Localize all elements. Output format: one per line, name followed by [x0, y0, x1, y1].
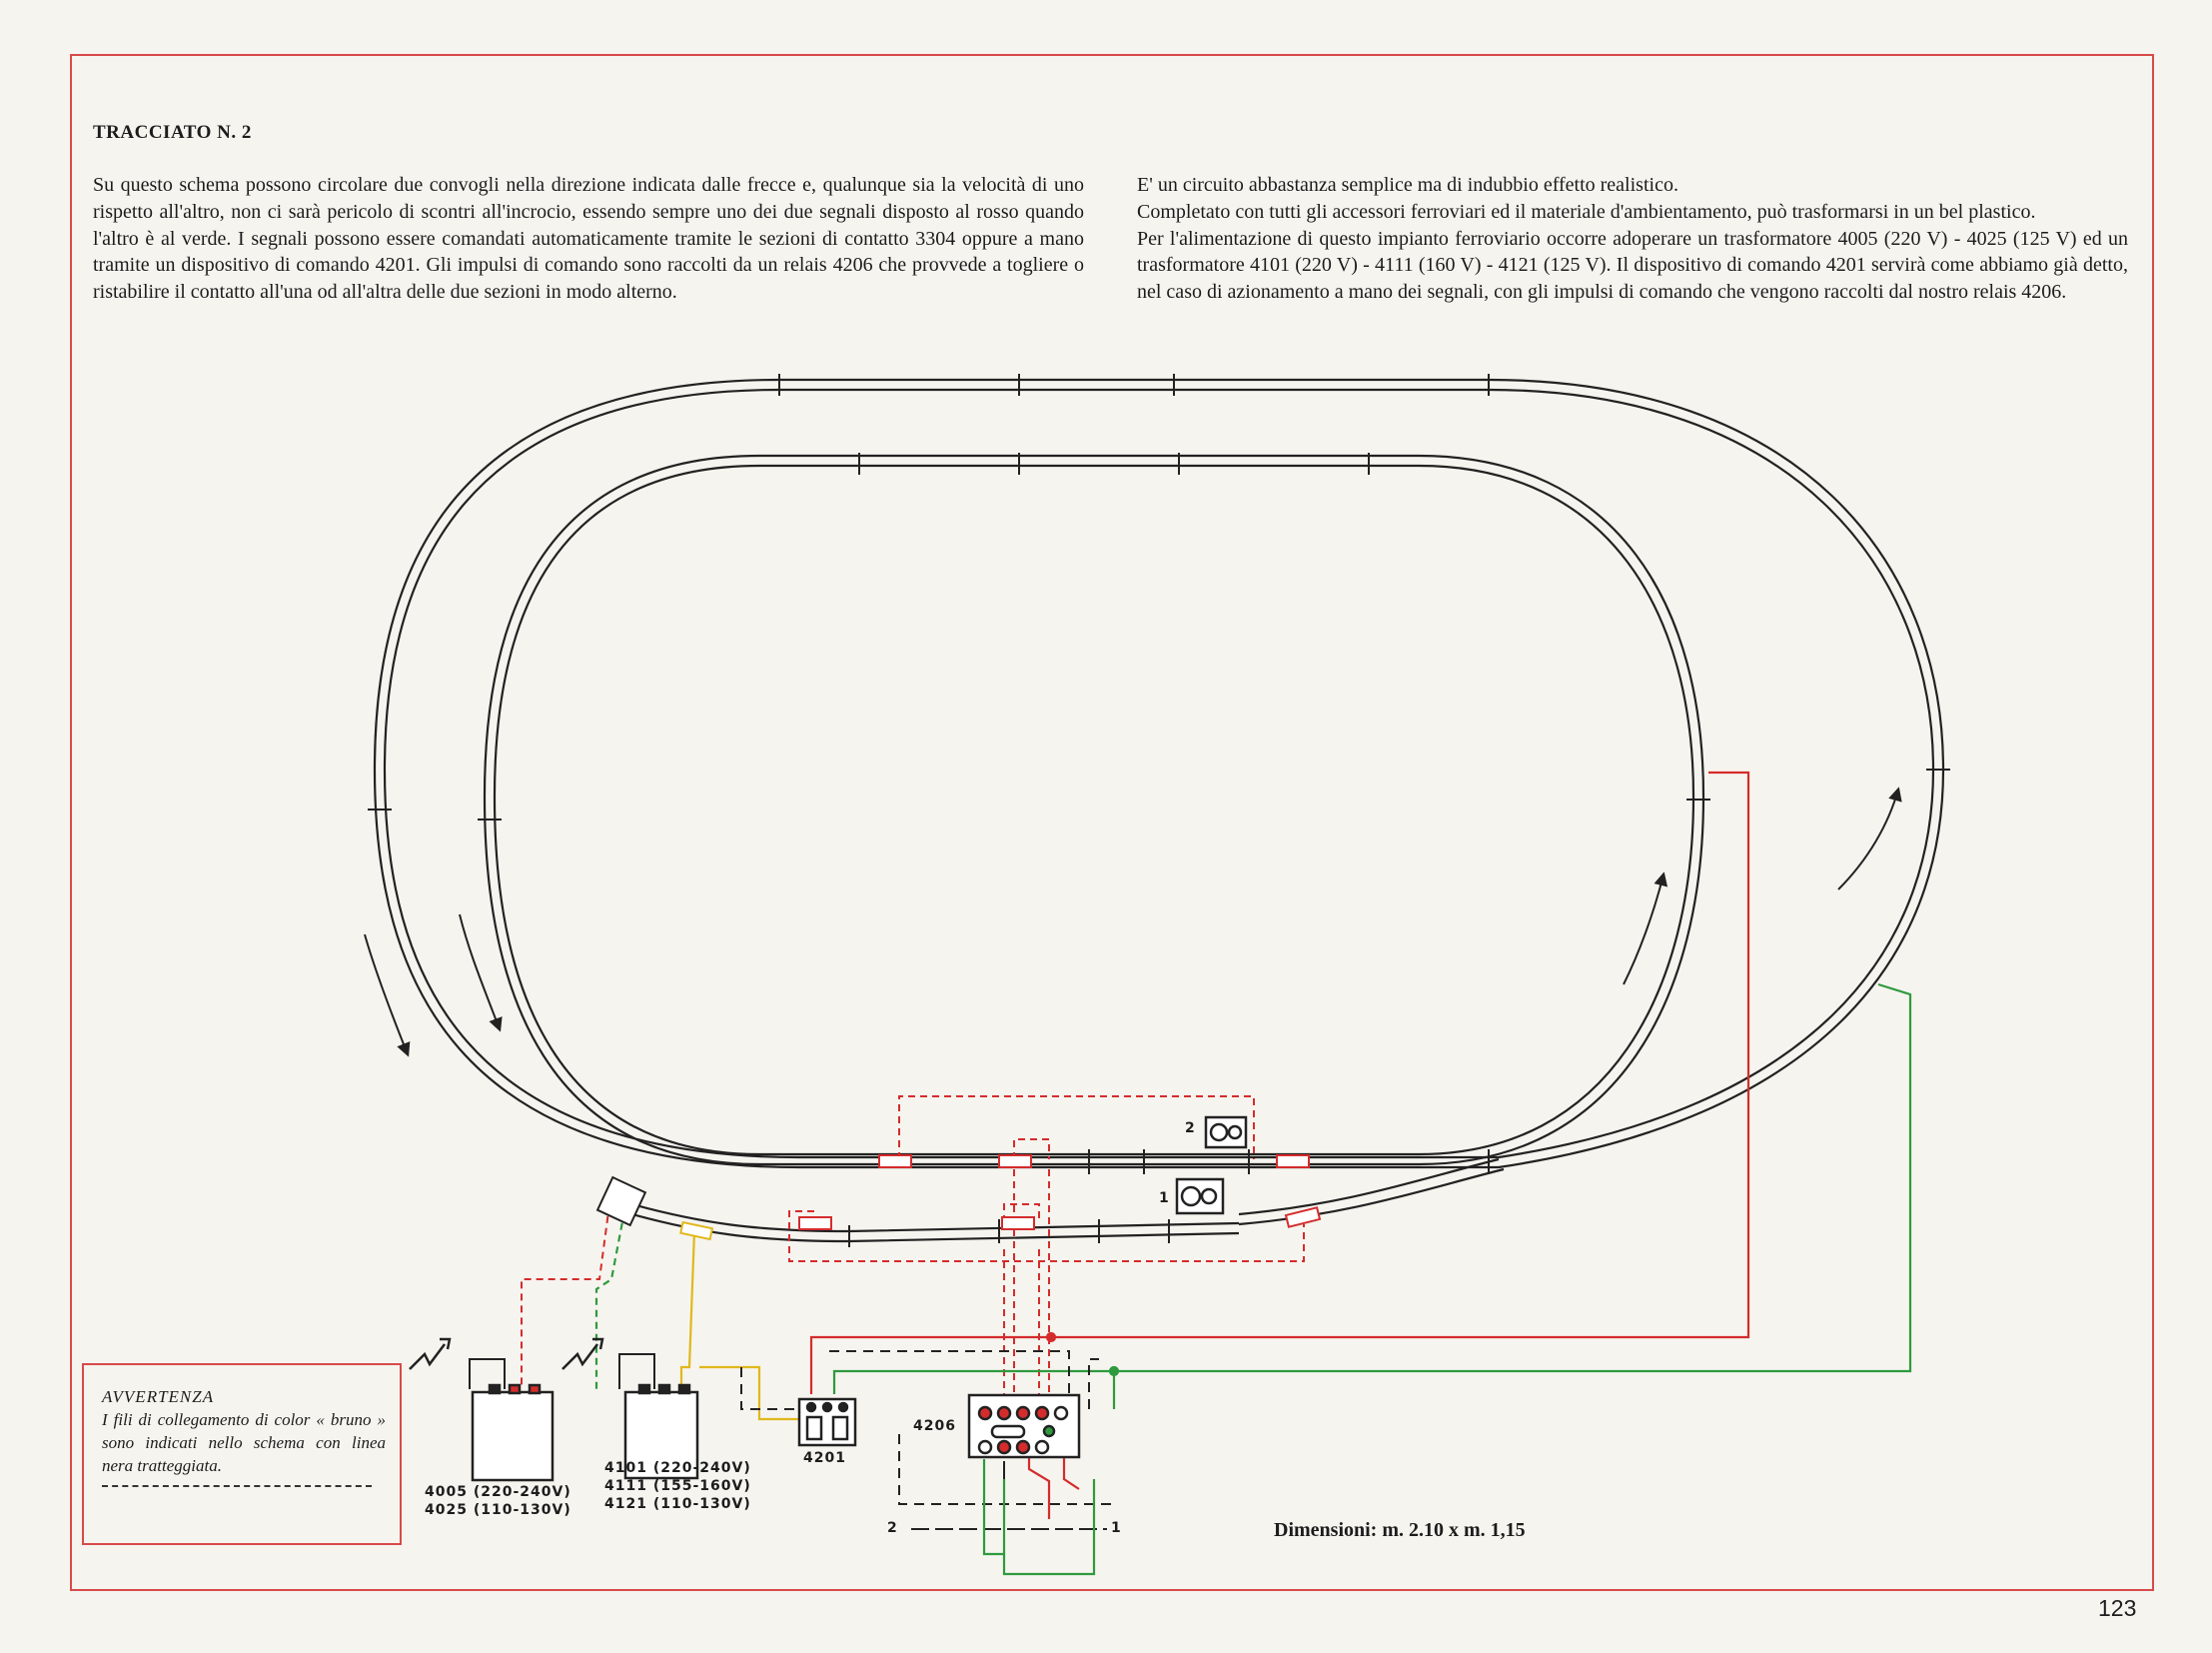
warning-body: I fili di collegamento di color « bruno … — [102, 1410, 386, 1475]
control-device-label: 4201 — [803, 1450, 846, 1466]
junction-box — [595, 1175, 647, 1227]
inner-track — [483, 454, 1705, 1166]
control-device-4201 — [797, 1397, 857, 1447]
warning-title: AVVERTENZA — [102, 1387, 215, 1406]
contact-sections — [798, 1154, 1322, 1230]
signal-2-icon — [1204, 1115, 1248, 1149]
outer-track — [373, 378, 1945, 1169]
section-lines — [911, 1461, 1107, 1530]
relay-label: 4206 — [913, 1418, 956, 1434]
signal-1-label: 1 — [1159, 1190, 1170, 1206]
paragraph-left: Su questo schema possono circolare due c… — [93, 174, 1084, 304]
red-wiring — [521, 1095, 1305, 1429]
arrow-outer-right — [1837, 787, 1902, 890]
transformer-4005-label: 4005 (220-240V) 4025 (110-130V) — [425, 1484, 571, 1518]
transformer-4101-label: 4101 (220-240V) 4111 (155-160V) 4121 (11… — [604, 1460, 751, 1512]
paragraph-right-1: E' un circuito abbastanza semplice ma di… — [1137, 174, 1678, 196]
text-column-left: Su questo schema possono circolare due c… — [93, 172, 1084, 306]
arrow-inner-right — [1623, 871, 1668, 985]
transformer-4101 — [623, 1383, 699, 1480]
signal-1-icon — [1175, 1177, 1225, 1215]
section-left-label: 2 — [887, 1520, 898, 1536]
green-lower-wires — [982, 1459, 1096, 1576]
arrow-outer-left — [364, 933, 411, 1057]
warning-dashed-line — [102, 1485, 372, 1487]
plug-icon-left — [409, 1337, 452, 1370]
transformer-4005 — [471, 1383, 554, 1482]
brown-wiring — [740, 1350, 1114, 1505]
dimensions-label: Dimensioni: m. 2.10 x m. 1,15 — [1274, 1519, 1526, 1541]
yellow-wiring — [679, 1230, 802, 1421]
yellow-section — [679, 1220, 714, 1241]
page-frame — [70, 54, 2154, 1591]
green-wiring — [594, 982, 1912, 1409]
relay-4206 — [967, 1393, 1081, 1459]
lower-track — [613, 1197, 1240, 1243]
plug-icon-right — [561, 1337, 604, 1370]
signal-2-label: 2 — [1185, 1120, 1196, 1136]
page-number: 123 — [2098, 1595, 2137, 1621]
left-black-wires — [469, 1353, 655, 1389]
warning-box: AVVERTENZA I fili di collegamento di col… — [82, 1363, 402, 1545]
crossover-track — [1238, 1157, 1505, 1226]
section-right-label: 1 — [1111, 1520, 1122, 1536]
track-joints — [368, 374, 1950, 1247]
paragraph-right-2: Completato con tutti gli accessori ferro… — [1137, 200, 2036, 223]
arrow-inner-left — [459, 913, 503, 1032]
page-title: TRACCIATO N. 2 — [93, 122, 252, 143]
red-wire-solid — [809, 771, 1750, 1394]
red-lower-wires — [1027, 1457, 1080, 1519]
direction-arrows — [364, 787, 1902, 1057]
text-column-right: E' un circuito abbastanza semplice ma di… — [1137, 172, 2128, 306]
paragraph-right-3: Per l'alimentazione di questo impianto f… — [1137, 227, 2128, 304]
